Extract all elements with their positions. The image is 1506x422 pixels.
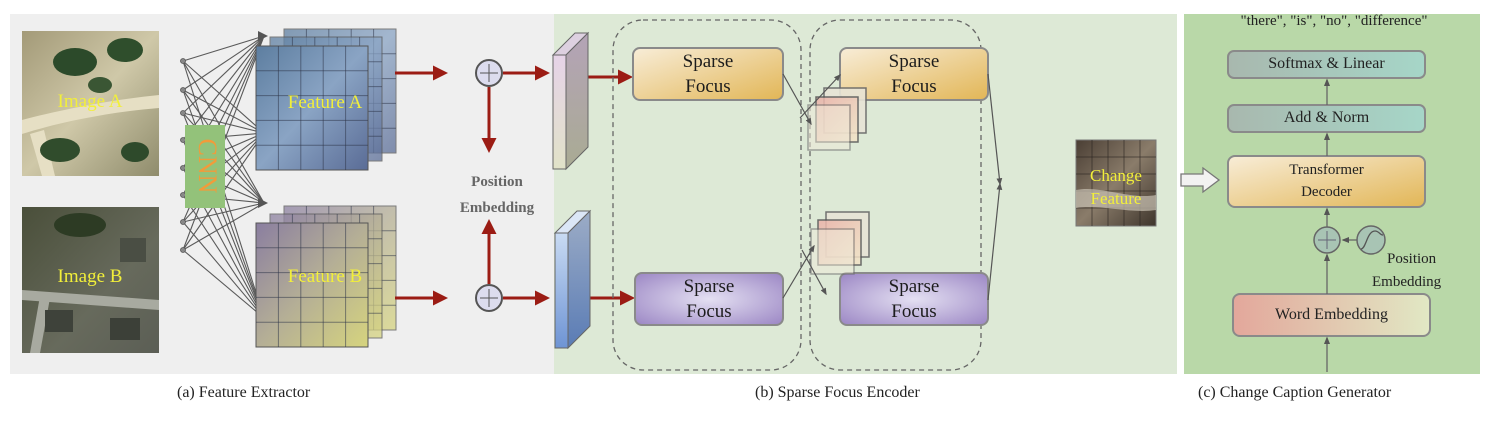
cnn-connection-line [182, 35, 265, 62]
decoder-position-line2: Embedding [1372, 274, 1442, 290]
sparse-focus-3-line2: Focus [686, 301, 732, 322]
cnn-connection-line [182, 112, 265, 134]
image-b-label: Image B [58, 266, 123, 287]
sparse-focus-block-4-label: Sparse Focus [840, 274, 988, 324]
cnn-input-node [180, 110, 186, 116]
add-norm-label: Add & Norm [1283, 109, 1370, 126]
decoder-plus-node [1313, 226, 1341, 254]
sparse-focus-1-line1: Sparse [682, 51, 734, 72]
token-slab-a [551, 31, 590, 171]
cnn-connection-line [182, 202, 265, 223]
transformer-decoder-line2: Decoder [1301, 184, 1352, 200]
feature-map-layer [255, 222, 369, 348]
image-a-label: Image A [58, 91, 123, 112]
position-embedding-label-line2: Embedding [460, 200, 535, 216]
decoder-position-line1: Position [1387, 251, 1437, 267]
cnn-input-node [180, 137, 186, 143]
output-words: "there", "is", "no", "difference" [1240, 13, 1428, 29]
cnn-connection-line [182, 60, 265, 134]
cnn-connection-line [182, 89, 265, 134]
cnn-connection-line [182, 35, 265, 114]
encoder-flow-lines [782, 73, 1003, 301]
caption-change-caption-generator: (c) Change Caption Generator [1198, 384, 1392, 401]
sparse-focus-4-line1: Sparse [888, 276, 940, 297]
feature-b-stack [255, 205, 397, 348]
sparse-focus-block-1-label: Sparse Focus [633, 49, 783, 99]
cnn-output-arrowhead [258, 198, 268, 208]
transformer-decoder-label: Transformer Decoder [1228, 159, 1425, 203]
position-embedding-label-line1: Position [471, 174, 523, 190]
sinusoid-icon [1356, 225, 1386, 255]
sparse-focus-block-3 [634, 272, 784, 326]
cnn-input-node [180, 87, 186, 93]
cnn-connection-line [182, 35, 265, 141]
feature-map-layer [255, 45, 369, 171]
change-feature-label-line1: Change [1090, 166, 1142, 185]
token-slab-b [553, 209, 592, 350]
word-embedding-block [1232, 293, 1431, 337]
sparse-focus-block-2-label: Sparse Focus [840, 49, 988, 99]
encoder-layer-2-group [809, 19, 982, 371]
caption-sparse-focus-encoder: (b) Sparse Focus Encoder [755, 384, 920, 401]
cnn-input-node [180, 165, 186, 171]
cnn-block [185, 125, 225, 208]
cnn-input-node [180, 192, 186, 198]
encoder-layer-1-group [612, 19, 802, 371]
feature-b-label: Feature B [288, 266, 362, 287]
cnn-input-node [180, 58, 186, 64]
intermediate-feature-map-bottom [810, 211, 870, 275]
change-feature-label-line2: Feature [1091, 189, 1142, 208]
cnn-connection-line [182, 202, 265, 251]
cnn-input-node [180, 247, 186, 253]
sparse-focus-2-line1: Sparse [888, 51, 940, 72]
cnn-connection-line [182, 35, 265, 91]
sparse-focus-3-line1: Sparse [683, 276, 735, 297]
sparse-focus-block-3-label: Sparse Focus [635, 274, 783, 324]
change-feature-map [1075, 139, 1157, 227]
sparse-focus-1-line2: Focus [685, 76, 731, 97]
decoder-flow-lines [1323, 78, 1357, 372]
cnn-connection-line [182, 221, 265, 319]
decoder-position-embedding-label: Position Embedding [1372, 248, 1482, 294]
plus-node-bottom [475, 284, 503, 312]
sparse-focus-2-line2: Focus [891, 76, 937, 97]
image-a [22, 31, 159, 176]
word-embedding-label: Word Embedding [1275, 306, 1388, 323]
softmax-linear-block [1227, 50, 1426, 79]
plus-node-top [475, 59, 503, 87]
cnn-label: CNN [193, 139, 222, 194]
transformer-decoder-line1: Transformer [1289, 162, 1364, 178]
softmax-linear-label: Softmax & Linear [1268, 55, 1385, 72]
feature-a-stack [255, 28, 397, 171]
red-arrows [395, 65, 635, 306]
hollow-arrow-icon [1180, 166, 1221, 194]
cnn-input-node [180, 219, 186, 225]
caption-feature-extractor: (a) Feature Extractor [177, 384, 311, 401]
intermediate-feature-map-top [807, 87, 867, 151]
cnn-output-arrowhead [258, 31, 268, 41]
feature-a-label: Feature A [288, 92, 363, 113]
image-b [22, 207, 159, 353]
cnn-connection-line [182, 249, 265, 319]
sparse-focus-4-line2: Focus [891, 301, 937, 322]
